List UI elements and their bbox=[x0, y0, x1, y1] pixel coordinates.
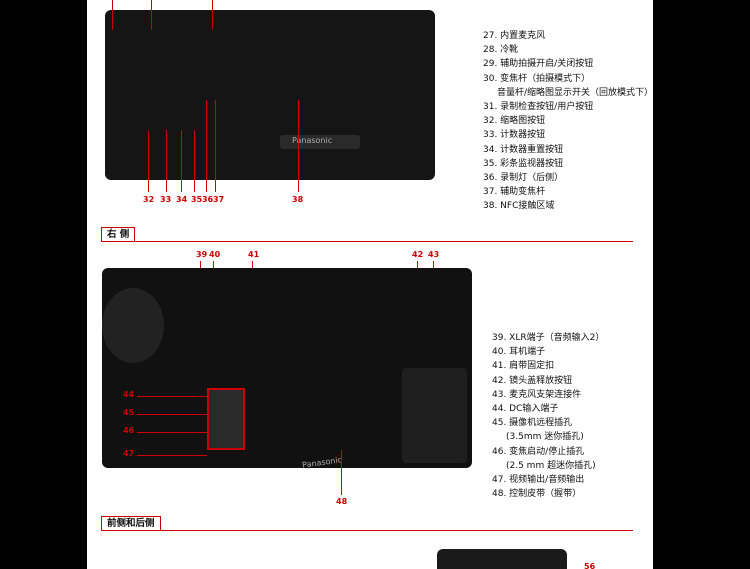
callout-33: 33 bbox=[160, 195, 172, 204]
callout-48: 48 bbox=[336, 497, 348, 506]
list-item: 39. XLR端子（音频输入2） bbox=[492, 333, 605, 343]
section-header-right: 右 侧 bbox=[101, 227, 633, 242]
section-header-front-back: 前侧和后侧 bbox=[101, 516, 633, 531]
callout-47: 47 bbox=[123, 449, 135, 458]
list-item: 42. 镜头盖释放按钮 bbox=[492, 375, 573, 386]
callout-39: 39 bbox=[196, 250, 208, 259]
callout-44: 44 bbox=[123, 390, 135, 399]
camera-right-photo: Panasonic bbox=[102, 268, 472, 470]
list-item: 32. 缩略图按钮 bbox=[483, 116, 546, 127]
callout-45: 45 bbox=[123, 408, 135, 417]
list-item: 33. 计数器按钮 bbox=[483, 130, 546, 141]
right-parts-list: 39. XLR端子（音频输入2） 40. 耳机端子 41. 肩带固定扣 42. … bbox=[492, 331, 604, 501]
list-item: 47. 视频输出/音频输出 bbox=[492, 475, 585, 486]
list-item: 31. 录制检查按钮/用户按钮 bbox=[483, 102, 594, 113]
list-item: 28. 冷靴 bbox=[483, 45, 519, 56]
callout-37: 37 bbox=[213, 195, 225, 204]
callout-40: 40 bbox=[209, 250, 221, 259]
list-item: 34. 计数器重置按钮 bbox=[483, 144, 564, 155]
list-item: (3.5mm 迷你插孔) bbox=[506, 432, 584, 443]
callout-56: 56 bbox=[584, 562, 596, 569]
list-item: 37. 辅助变焦杆 bbox=[483, 187, 546, 198]
list-item: 48. 控制皮带（握带） bbox=[492, 489, 582, 500]
list-item: 45. 摄像机远程插孔 bbox=[492, 418, 573, 429]
section-title: 右 侧 bbox=[101, 227, 136, 241]
callout-42: 42 bbox=[412, 250, 424, 259]
list-item: 44. DC输入端子 bbox=[492, 404, 559, 415]
top-parts-list: 27. 内置麦克风 28. 冷靴 29. 辅助拍摄开启/关闭按钮 30. 变焦杆… bbox=[483, 29, 653, 214]
list-item: (2.5 mm 超迷你插孔) bbox=[506, 460, 596, 471]
camera-front-photo bbox=[437, 549, 567, 569]
callout-38: 38 bbox=[292, 195, 304, 204]
callout-41: 41 bbox=[248, 250, 260, 259]
section-title: 前侧和后侧 bbox=[101, 516, 161, 530]
callout-46: 46 bbox=[123, 426, 135, 435]
camera-top-photo: Panasonic bbox=[105, 10, 435, 180]
callout-35: 35 bbox=[191, 195, 203, 204]
brand-logo: Panasonic bbox=[301, 455, 343, 470]
list-item: 29. 辅助拍摄开启/关闭按钮 bbox=[483, 59, 594, 70]
list-item: 35. 彩条监视器按钮 bbox=[483, 158, 564, 169]
list-item: 36. 录制灯（后侧） bbox=[483, 173, 564, 184]
callout-32: 32 bbox=[143, 195, 155, 204]
list-item: 27. 内置麦克风 bbox=[483, 31, 546, 41]
manual-page: Panasonic 32 33 34 35 36 37 38 27. 内置麦克风… bbox=[87, 0, 653, 569]
list-item: 40. 耳机端子 bbox=[492, 347, 546, 358]
callout-36: 36 bbox=[202, 195, 214, 204]
list-item: 43. 麦克风支架连接件 bbox=[492, 389, 582, 400]
callout-43: 43 bbox=[428, 250, 440, 259]
list-item: 音量杆/缩略图显示开关（回放模式下） bbox=[497, 87, 653, 98]
brand-logo: Panasonic bbox=[292, 136, 333, 145]
list-item: 41. 肩带固定扣 bbox=[492, 361, 555, 372]
list-item: 46. 变焦启动/停止插孔 bbox=[492, 446, 585, 457]
list-item: 30. 变焦杆（拍摄模式下） bbox=[483, 73, 591, 84]
list-item: 38. NFC接触区域 bbox=[483, 201, 555, 212]
callout-34: 34 bbox=[176, 195, 188, 204]
